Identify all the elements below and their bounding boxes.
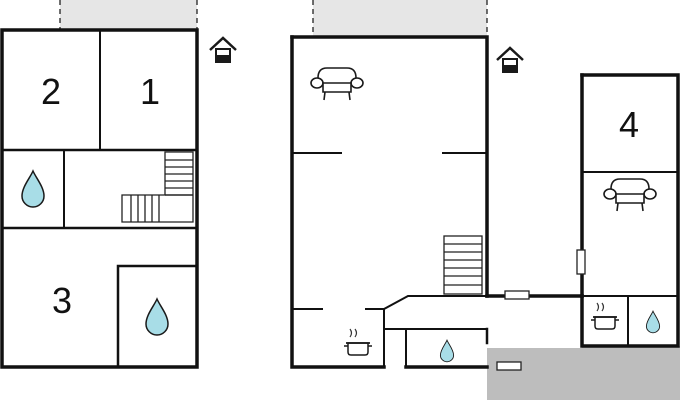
terrace xyxy=(487,346,680,400)
water-drop-icon xyxy=(21,170,45,208)
cooking-pot-icon xyxy=(590,302,620,330)
water-drop-icon xyxy=(145,298,169,336)
staircase-icon xyxy=(121,151,194,223)
sofa-icon xyxy=(310,67,364,101)
staircase-icon xyxy=(443,235,483,295)
left-building xyxy=(0,28,199,369)
sofa-icon xyxy=(603,178,657,212)
room-number-2: 2 xyxy=(41,71,61,112)
windows xyxy=(496,249,586,371)
house-entrance-icon xyxy=(208,36,238,64)
house-entrance-icon xyxy=(495,46,525,74)
outdoor-area-top-left xyxy=(60,0,197,30)
right-building xyxy=(290,35,680,369)
room-number-3: 3 xyxy=(52,280,72,321)
water-drop-icon xyxy=(645,310,661,334)
room-number-4: 4 xyxy=(619,104,639,145)
water-drop-icon xyxy=(439,339,455,363)
cooking-pot-icon xyxy=(343,328,373,356)
room-number-1: 1 xyxy=(140,71,160,112)
outdoor-area-top-right xyxy=(313,0,487,37)
